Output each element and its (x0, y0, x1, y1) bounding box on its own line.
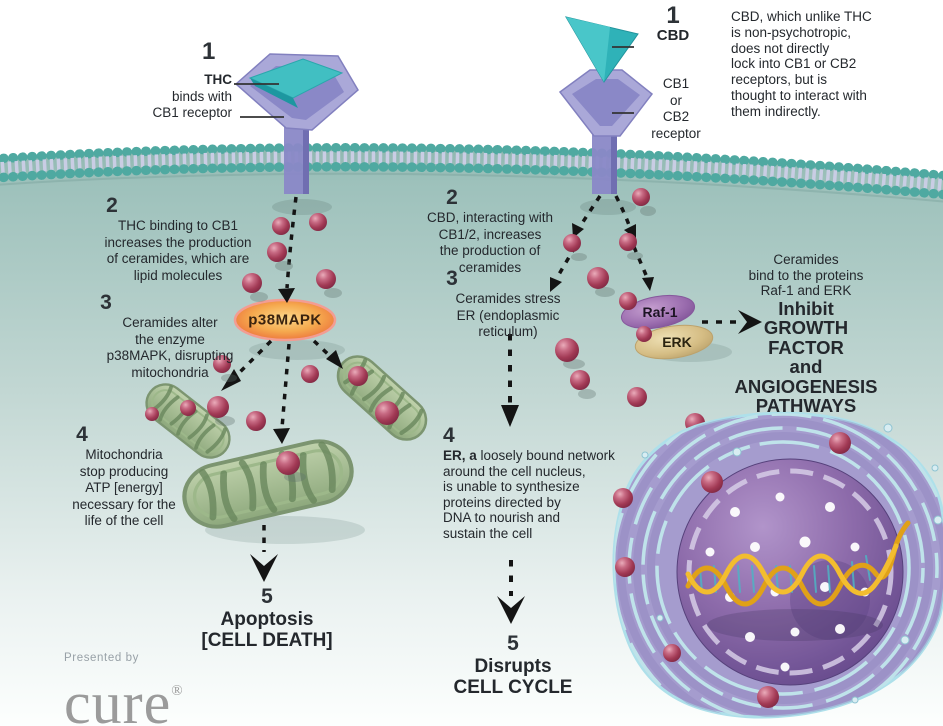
ceramides-on-cell (613, 432, 851, 708)
cbd-step2: 2 CBD, interacting with CB1/2, increases… (427, 186, 553, 276)
arrow-heads (221, 223, 762, 624)
p38mapk-protein (233, 298, 337, 342)
er-line1-rest: loosely bound network (476, 448, 615, 463)
inhibit-growth-factor-lines: Inhibit GROWTH FACTOR and ANGIOGENESIS P… (734, 297, 878, 417)
erk-label: ERK (662, 334, 692, 350)
raf1-protein (620, 294, 696, 330)
thc-step5-apoptosis: 5 Apoptosis [CELL DEATH] (201, 585, 332, 651)
step-number-thc-3: 3 (100, 291, 112, 314)
ceramides-bind-lines: Ceramides bind to the proteins Raf-1 and… (748, 252, 864, 299)
cure-wordmark: cure® (64, 667, 184, 726)
dna-helix (685, 520, 911, 607)
er-lead: ER, a (443, 448, 477, 463)
thc-step1-lines: binds with CB1 receptor (152, 88, 232, 121)
registered-mark: ® (171, 682, 184, 699)
thc-step3-lines: Ceramides alter the enzyme p38MAPK, disr… (106, 315, 234, 380)
cbd-title: CBD (656, 27, 690, 44)
p38mapk-label: p38MAPK (248, 311, 322, 329)
step-number-cbd-2: 2 (446, 186, 458, 209)
cell-death-label: [CELL DEATH] (201, 630, 333, 651)
thc-step3: 3 Ceramides alter the enzyme p38MAPK, di… (100, 291, 234, 381)
cb1-cb2-receptor (558, 69, 654, 194)
label-pointer-lines (234, 46, 634, 118)
cbd-step4-line1: ER, a loosely bound network (443, 448, 615, 464)
apoptosis-label: Apoptosis (220, 609, 314, 630)
cbd-molecule (564, 16, 639, 83)
ceramide-spheres (145, 188, 705, 482)
cell-with-nucleus (612, 411, 943, 719)
step-number-cbd-5: 5 (507, 632, 519, 655)
vesicle-bubbles (641, 423, 943, 704)
cbd-step4: 4 ER, a loosely bound network around the… (443, 424, 615, 542)
step-number-thc-1: 1 (202, 38, 216, 65)
thc-step4-lines: Mitochondria stop producing ATP [energy]… (72, 447, 176, 528)
cbd-step3-lines: Ceramides stress ER (endoplasmic reticul… (455, 291, 561, 339)
disrupts-label: Disrupts (474, 656, 552, 677)
cell-cycle-label: CELL CYCLE (453, 677, 573, 698)
step-number-thc-2: 2 (106, 194, 118, 217)
cell-membrane (0, 143, 943, 203)
thc-step1-label: THC binds with CB1 receptor (118, 72, 232, 122)
thc-step4: 4 Mitochondria stop producing ATP [energ… (72, 423, 176, 530)
step-number-thc-5: 5 (261, 585, 273, 608)
inhibit-pathways-block: Ceramides bind to the proteins Raf-1 and… (735, 252, 878, 416)
cbd-step2-lines: CBD, interacting with CB1/2, increases t… (426, 210, 554, 275)
thc-step2: 2 THC binding to CB1 increases the produ… (104, 194, 251, 284)
cure-logo: Presented by cure® (64, 650, 184, 726)
thc-step2-lines: THC binding to CB1 increases the product… (104, 218, 252, 283)
cbd-receptor-label: CB1 or CB2 receptor (651, 76, 701, 141)
step-number-cbd-1: 1 (666, 2, 680, 29)
thc-molecule (248, 58, 344, 108)
erk-protein (634, 324, 714, 360)
thc-title: THC (204, 72, 232, 87)
raf1-label: Raf-1 (642, 304, 678, 320)
step-number-cbd-3: 3 (446, 267, 458, 290)
cbd-step3: 3 Ceramides stress ER (endoplasmic retic… (446, 267, 561, 341)
presented-by-label: Presented by (64, 652, 139, 664)
cbd-step5-cell-cycle: 5 Disrupts CELL CYCLE (454, 632, 573, 698)
cure-text: cure (64, 669, 172, 726)
cbd-step1-header: 1 CBD (657, 4, 690, 45)
step-number-cbd-4: 4 (443, 424, 455, 447)
step-number-thc-4: 4 (76, 423, 88, 446)
cbd-note: CBD, which unlike THC is non-psychotropi… (731, 9, 872, 119)
pathway-arrows (234, 195, 736, 596)
cb1-receptor-thc (234, 53, 359, 194)
cbd-step4-lines: around the cell nucleus, is unable to sy… (443, 463, 586, 541)
